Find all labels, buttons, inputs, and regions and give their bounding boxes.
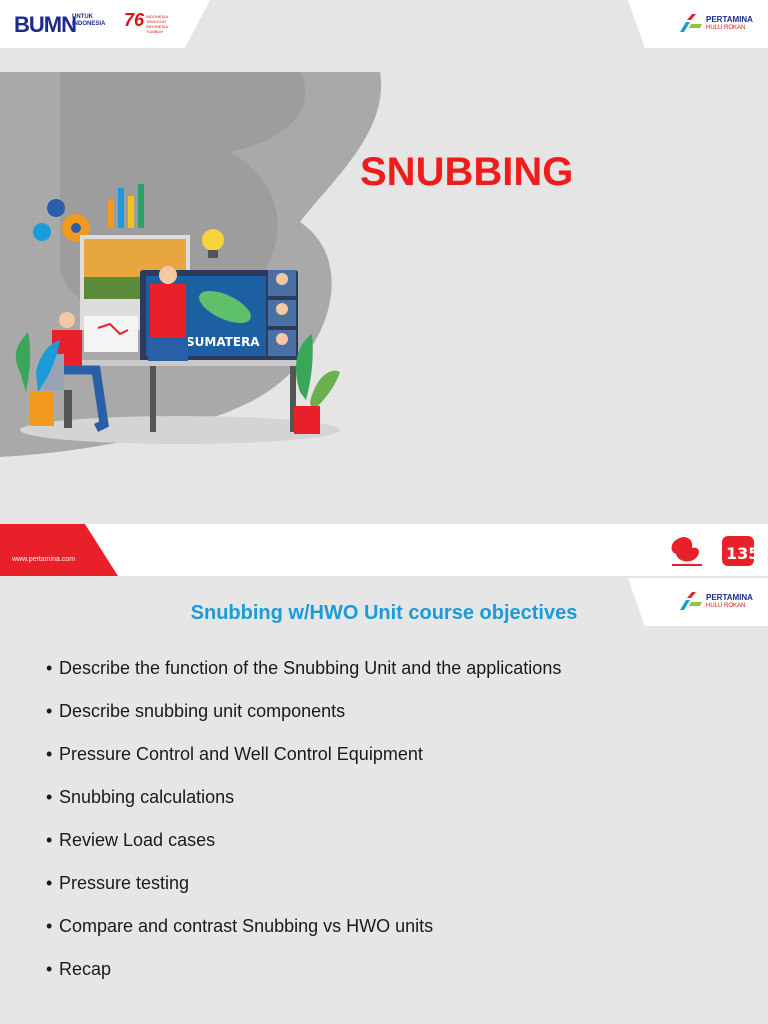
remote-work-illustration: SUMATERA (0, 72, 382, 457)
objective-item: • Describe the function of the Snubbing U… (46, 656, 561, 699)
pertamina-division: HULU ROKAN (706, 603, 746, 609)
objective-item: • Recap (46, 957, 561, 1000)
objective-item: • Describe snubbing unit components (46, 699, 561, 742)
objectives-list: • Describe the function of the Snubbing U… (46, 656, 561, 1000)
ri76-logo: 76 (124, 10, 145, 30)
objective-text: Compare and contrast Snubbing vs HWO uni… (59, 916, 434, 936)
ri76-tagline: INDONESIA TANGGUH INDONESIA TUMBUH (146, 14, 168, 34)
objectives-slide: PERTAMINA HULU ROKAN Snubbing w/HWO Unit… (0, 578, 768, 1024)
objective-text: Review Load cases (59, 830, 216, 850)
garuda-icon (671, 537, 702, 566)
svg-text:135: 135 (726, 544, 758, 563)
bullet-icon: • (46, 701, 53, 721)
slide-title: SNUBBING (360, 150, 574, 194)
objective-item: • Pressure Control and Well Control Equip… (46, 742, 561, 785)
objective-text: Pressure testing (59, 873, 190, 893)
bullet-icon: • (46, 916, 53, 936)
footer-url: www.pertamina.com (12, 556, 76, 563)
objective-text: Describe snubbing unit components (59, 701, 346, 721)
pertamina-logo-tab: PERTAMINA HULU ROKAN (628, 0, 768, 48)
objective-text: Describe the function of the Snubbing Un… (59, 658, 562, 678)
objective-item: • Compare and contrast Snubbing vs HWO un… (46, 914, 561, 957)
pertamina-division: HULU ROKAN (706, 25, 746, 31)
objective-item: • Pressure testing (46, 871, 561, 914)
pertamina-logo-tab: PERTAMINA HULU ROKAN (628, 578, 768, 626)
objective-text: Recap (59, 959, 112, 979)
anniversary-135-badge: 135 (722, 536, 758, 566)
objective-item: • Snubbing calculations (46, 785, 561, 828)
sumatera-label: SUMATERA (186, 335, 260, 349)
pertamina-mark-icon (680, 14, 702, 32)
objective-text: Pressure Control and Well Control Equipm… (59, 744, 423, 764)
objective-text: Snubbing calculations (59, 787, 235, 807)
objective-item: • Review Load cases (46, 828, 561, 871)
pertamina-mark-icon (680, 592, 702, 610)
bullet-icon: • (46, 830, 53, 850)
footer-logos: 135 (671, 536, 758, 566)
bumn-logo-tab: BUMN UNTUK INDONESIA 76 INDONESIA TANGGU… (0, 0, 210, 48)
bullet-icon: • (46, 959, 53, 979)
bullet-icon: • (46, 658, 53, 678)
pertamina-name: PERTAMINA (706, 15, 753, 24)
bumn-logo: BUMN (14, 12, 77, 37)
footer-red-band: www.pertamina.com (0, 524, 118, 576)
objectives-title: Snubbing w/HWO Unit course objectives (190, 602, 578, 624)
bullet-icon: • (46, 744, 53, 764)
bumn-tagline: UNTUK INDONESIA (72, 14, 106, 27)
slide-footer: www.pertamina.com 135 (0, 524, 768, 576)
title-slide: BUMN UNTUK INDONESIA 76 INDONESIA TANGGU… (0, 0, 768, 578)
bullet-icon: • (46, 873, 53, 893)
pertamina-name: PERTAMINA (706, 593, 753, 602)
bullet-icon: • (46, 787, 53, 807)
